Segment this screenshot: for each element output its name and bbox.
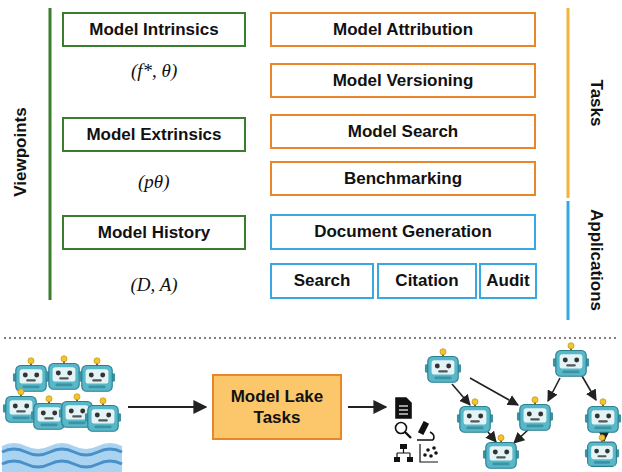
viewpoint-box: Model History	[62, 215, 246, 250]
axis-label: Tasks	[586, 80, 606, 127]
box-label: Model Extrinsics	[86, 125, 221, 145]
axis-label: Applications	[586, 209, 606, 311]
application-box: Citation	[377, 263, 477, 299]
viewpoints-bar	[49, 8, 52, 300]
axis-label: Viewpoints	[10, 107, 30, 196]
box-label: Audit	[486, 271, 529, 291]
box-label: Model History	[98, 223, 210, 243]
robot-graph-nodes	[425, 343, 621, 468]
viewpoint-box: Model Intrinsics	[62, 12, 246, 47]
flow-arrow	[348, 406, 386, 408]
task-box: Model Search	[270, 114, 536, 149]
task-box: Model Versioning	[270, 63, 536, 98]
box-label: Model Lake Tasks	[224, 386, 330, 429]
application-box: Audit	[479, 263, 537, 299]
separator	[4, 337, 618, 339]
viewpoint-box: Model Extrinsics	[62, 117, 246, 152]
task-icons	[394, 398, 438, 462]
math-label: (D, A)	[131, 274, 178, 296]
box-label: Search	[294, 271, 351, 291]
robot-graph	[452, 376, 604, 443]
task-box: Model Attribution	[270, 12, 536, 47]
tasks-bar	[567, 8, 570, 198]
model-lake-box: Model Lake Tasks	[212, 374, 342, 440]
task-box: Benchmarking	[270, 161, 536, 196]
box-label: Model Attribution	[333, 20, 473, 40]
box-label: Model Intrinsics	[89, 20, 218, 40]
box-label: Model Search	[348, 122, 459, 142]
math-label: (f*, θ)	[131, 60, 177, 82]
box-label: Model Versioning	[333, 71, 474, 91]
application-box: Document Generation	[270, 214, 536, 250]
application-box: Search	[270, 263, 374, 299]
flow-arrow	[128, 406, 206, 408]
applications-bar	[567, 201, 570, 320]
box-label: Document Generation	[314, 222, 492, 242]
robot-pile	[2, 356, 122, 472]
math-label: (pθ)	[138, 171, 170, 193]
box-label: Benchmarking	[344, 169, 462, 189]
box-label: Citation	[395, 271, 458, 291]
